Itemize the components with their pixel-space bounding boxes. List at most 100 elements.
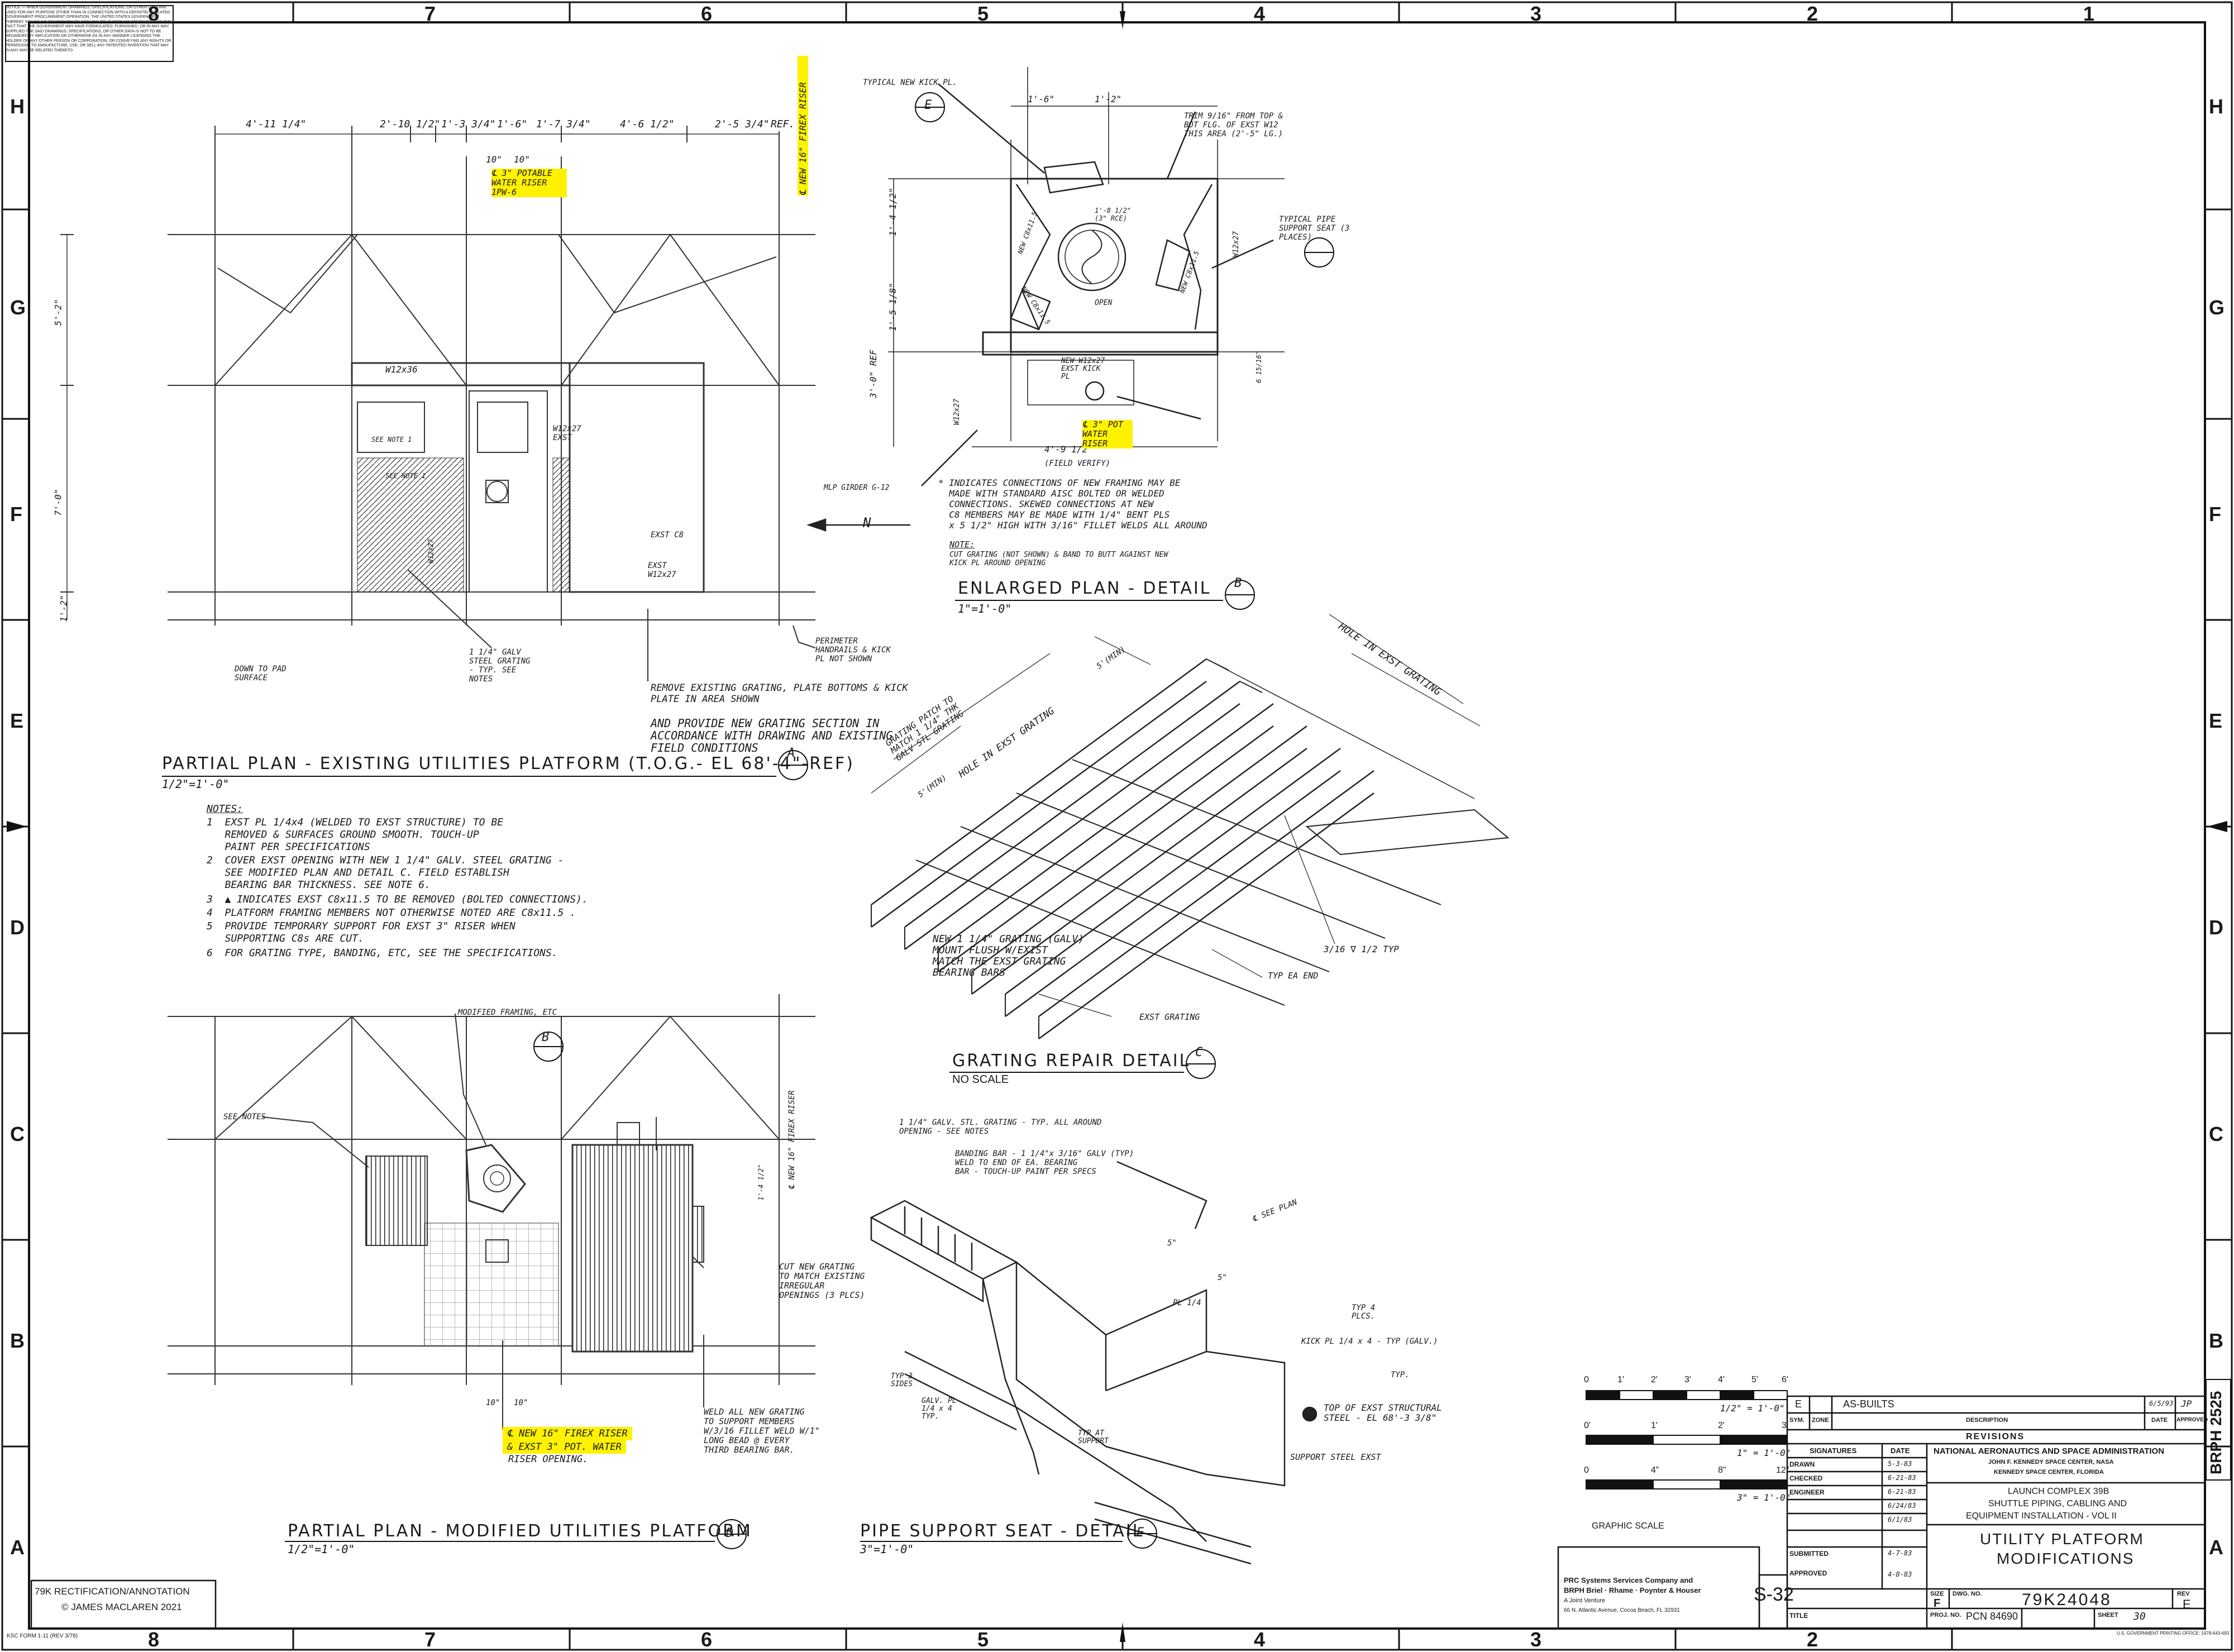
callout-cut-new-grating: CUT NEW GRATING TO MATCH EXISTING IRREGU… [779,1262,865,1300]
scale1-tick-2: 2' [1651,1375,1658,1384]
callout-exst-grating: EXST GRATING [1139,1012,1200,1022]
dim-d-2: 10" [514,1398,528,1407]
revisions-label: REVISIONS [1966,1432,2025,1441]
dim-a-sub-1: 10" [486,154,502,165]
zone-col-4-top: 4 [1254,2,1266,25]
scale2-tick-0: 0' [1584,1421,1591,1430]
sig-date-submitted: 4-7-83 [1888,1549,1912,1557]
drawing-number: 79K24048 [2022,1591,2112,1609]
zone-col-6-top: 6 [701,2,713,25]
zone-row-a-right: A [2209,1536,2223,1559]
view-a-symbol: A [787,746,795,760]
callout-banding-bar: BANDING BAR - 1 1/4"x 3/16" GALV (TYP) W… [955,1149,1134,1176]
callout-remove-grating: REMOVE EXISTING GRATING, PLATE BOTTOMS &… [651,682,908,705]
callout-top-of-exst-steel: TOP OF EXST STRUCTURAL STEEL - EL 68'-3 … [1324,1402,1442,1423]
rev-approved: JP [2181,1398,2192,1409]
zone-col-8-top: 8 [148,2,160,25]
zone-col-6-bottom: 6 [701,1628,713,1651]
zone-row-d-left: D [10,916,25,939]
scale1-tick-5: 5' [1751,1375,1758,1384]
form-number: KSC FORM 1-11 (REV 3/78) [7,1633,78,1639]
side-code: BRPH 2525 [2207,1391,2225,1474]
zone-col-1-top: 1 [2083,2,2095,25]
zone-row-e-right: E [2209,709,2223,732]
view-a-title: PARTIAL PLAN - EXISTING UTILITIES PLATFO… [162,754,855,774]
view-b-connections-note: * INDICATES CONNECTIONS OF NEW FRAMING M… [938,478,1207,531]
notes-heading: NOTES: [207,803,244,815]
scale2-ratio: 1" = 1'-0" [1737,1448,1791,1458]
view-d-ref-b: B [542,1030,550,1044]
size-value: F [1934,1597,1941,1610]
sig-role-title: TITLE [1789,1612,1808,1620]
hdr-description: DESCRIPTION [1966,1417,2008,1424]
rev-description: AS-BUILTS [1843,1398,1894,1410]
dim-b-6: 4'-9 1/2" [1044,444,1093,455]
zone-row-h-right: H [2209,95,2223,118]
view-d-title: PARTIAL PLAN - MODIFIED UTILITIES PLATFO… [288,1521,752,1541]
label-pl-quarter: PL 1/4 [1173,1298,1201,1307]
scale1-ratio: 1/2" = 1'-0" [1720,1403,1785,1414]
zone-row-b-right: B [2209,1329,2223,1352]
scale1-tick-1: 1' [1617,1375,1624,1384]
zone-col-2-top: 2 [1807,2,1818,25]
view-c-symbol: C [1195,1045,1203,1059]
dim-a-6: 4'-6 1/2" [620,118,675,130]
view-b-scale: 1"=1'-0" [958,602,1012,615]
beam-label-exst-c8: EXST C8 [651,531,684,539]
note-3: 3 ▲ INDICATES EXST C8x11.5 TO BE REMOVED… [207,894,588,905]
callout-typical-kick-pl: TYPICAL NEW KICK PL. [863,78,957,87]
dim-b-4: 1'-5 1/8" [887,283,898,331]
dim-a-3: 1'-3 3/4" [441,118,496,130]
note-6: 6 FOR GRATING TYPE, BANDING, ETC, SEE TH… [207,947,558,959]
callout-kick-pl: KICK PL 1/4 x 4 - TYP (GALV.) [1301,1337,1438,1346]
see-note-label-2: SEE NOTE 1 [385,472,426,480]
beam-label-b-w12x27-1: W12x27 [952,399,961,425]
label-firex-riser-d-1: ℄ NEW 16" FIREX RISER [503,1427,632,1440]
sheet-label: SHEET [2098,1612,2118,1618]
note-2: 2 COVER EXST OPENING WITH NEW 1 1/4" GAL… [207,854,564,891]
scale3-tick-3: 12" [1776,1465,1789,1475]
callout-typ-ea-end: TYP EA END [1268,971,1319,981]
scale2-tick-2: 2' [1718,1421,1725,1430]
sig-role-submitted: SUBMITTED [1789,1550,1829,1558]
note-4: 4 PLATFORM FRAMING MEMBERS NOT OTHERWISE… [207,907,576,919]
dim-a-left-1: 5'-2" [52,299,64,326]
signatures-header: SIGNATURES [1810,1446,1857,1455]
zone-col-7-bottom: 7 [424,1628,436,1651]
zone-col-8-bottom: 8 [148,1628,160,1651]
sig-role-engineer: ENGINEER [1789,1488,1825,1496]
proj-no-label: PROJ. NO. [1930,1612,1961,1618]
dim-a-left-2: 7'-0" [52,489,64,516]
view-c-scale: NO SCALE [952,1073,1009,1086]
graphic-scale-label: GRAPHIC SCALE [1592,1521,1664,1531]
zone-row-d-right: D [2209,916,2223,939]
contractor-line-4: 66 N. Atlantic Avenue, Cocoa Beach, FL 3… [1564,1607,1680,1613]
label-firex-riser-d-3: RISER OPENING. [508,1454,589,1465]
label-new-firex-riser: ℄ NEW 16" FIREX RISER [798,56,808,195]
note-1: 1 EXST PL 1/4x4 (WELDED TO EXST STRUCTUR… [207,817,504,853]
scale3-ratio: 3" = 1'-0" [1737,1492,1791,1503]
sig-role-approved: APPROVED [1789,1569,1827,1577]
zone-col-5-bottom: 5 [977,1628,989,1651]
rev-date: 6/5/93 [2149,1400,2174,1407]
contractor-line-1: PRC Systems Services Company and [1564,1576,1693,1584]
project-line-2: SHUTTLE PIPING, CABLING AND [1988,1499,2127,1508]
dim-a-sub-2: 10" [514,154,530,165]
see-note-label-1: SEE NOTE 1 [371,436,412,443]
callout-new-w12-exst-kick: NEW W12x27 EXST KICK PL [1061,357,1105,381]
label-new-firex-riser-d: ℄ NEW 16" FIREX RISER [787,1090,796,1190]
government-notice: NOTICE — WHEN GOVERNMENT DRAWINGS, SPECI… [6,6,171,52]
callout-typ: TYP. [1391,1371,1410,1379]
dim-b-2: 1'-2" [1095,94,1122,104]
view-b-title: ENLARGED PLAN - DETAIL [958,579,1211,598]
view-b-ref-e: E [924,98,932,112]
dim-b-1: 1'-6" [1028,94,1055,104]
view-d-scale: 1/2"=1'-0" [288,1543,355,1556]
sig-role-drawn: DRAWN [1789,1460,1815,1468]
label-mlp-girder: MLP GIRDER G-12 [824,484,890,492]
scale1-tick-0: 0 [1584,1375,1589,1384]
dim-d-1: 10" [486,1398,500,1407]
zone-col-5-top: 5 [977,2,989,25]
